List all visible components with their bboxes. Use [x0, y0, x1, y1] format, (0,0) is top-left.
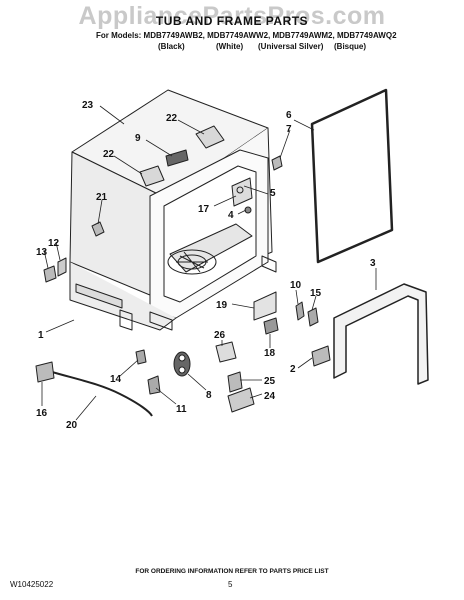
screw-10 — [295, 301, 305, 321]
callout-15: 15 — [310, 288, 322, 299]
page-number: 5 — [228, 580, 233, 589]
callout-11: 11 — [176, 404, 187, 415]
screw-14 — [135, 349, 147, 365]
document-number: W10425022 — [10, 580, 54, 589]
callout-14: 14 — [110, 374, 122, 385]
callout-19: 19 — [216, 300, 228, 311]
door-gasket-6 — [310, 88, 394, 264]
clip-26 — [215, 341, 237, 363]
callout-5: 5 — [270, 188, 276, 199]
nut-18 — [263, 317, 279, 335]
callout-3: 3 — [370, 258, 376, 269]
callout-1: 1 — [38, 330, 44, 341]
callout-24: 24 — [264, 391, 276, 402]
top-bracket-22b — [139, 165, 165, 187]
watermark: AppliancePartsPros.com — [78, 2, 386, 30]
bracket-24 — [227, 387, 255, 413]
callout-2: 2 — [290, 364, 296, 375]
top-bracket-22a — [195, 125, 225, 149]
side-fastener-21 — [91, 221, 105, 237]
callout-18: 18 — [264, 348, 276, 359]
screw-11 — [147, 375, 161, 395]
callout-23: 23 — [82, 100, 94, 111]
grommet-8 — [173, 351, 191, 377]
callout-13: 13 — [36, 247, 48, 258]
bracket-19 — [253, 291, 277, 321]
part-12 — [57, 257, 67, 277]
sump-ring — [167, 249, 217, 275]
callout-22-top: 22 — [166, 113, 178, 124]
callout-7: 7 — [286, 124, 292, 135]
callout-4: 4 — [228, 210, 234, 221]
callout-16: 16 — [36, 408, 48, 419]
screw-7 — [271, 155, 283, 171]
part-13 — [43, 265, 57, 283]
callout-26: 26 — [214, 330, 226, 341]
color-universal-silver: (Universal Silver) — [258, 42, 324, 51]
callout-21: 21 — [96, 192, 108, 203]
callout-20: 20 — [66, 420, 78, 431]
callout-10: 10 — [290, 280, 302, 291]
fitting-25 — [227, 371, 243, 393]
page-title: TUB AND FRAME PARTS — [155, 14, 309, 28]
screw-15 — [307, 307, 319, 327]
color-white: (White) — [216, 42, 244, 51]
top-bracket-9 — [165, 149, 189, 167]
callout-8: 8 — [206, 390, 212, 401]
models-line: For Models: MDB7749AWB2, MDB7749AWW2, MD… — [96, 31, 397, 40]
callout-6: 6 — [286, 110, 292, 121]
color-bisque: (Bisque) — [334, 42, 366, 51]
ordering-info: FOR ORDERING INFORMATION REFER TO PARTS … — [135, 568, 329, 575]
callout-22-left: 22 — [103, 149, 115, 160]
cable-20 — [51, 371, 153, 417]
color-black: (Black) — [158, 42, 185, 51]
vent-gasket-3 — [333, 283, 429, 385]
plug-16 — [35, 361, 55, 383]
connector-2 — [311, 345, 331, 367]
callout-17: 17 — [198, 204, 210, 215]
callout-25: 25 — [264, 376, 276, 387]
callout-12: 12 — [48, 238, 60, 249]
callout-9: 9 — [135, 133, 141, 144]
